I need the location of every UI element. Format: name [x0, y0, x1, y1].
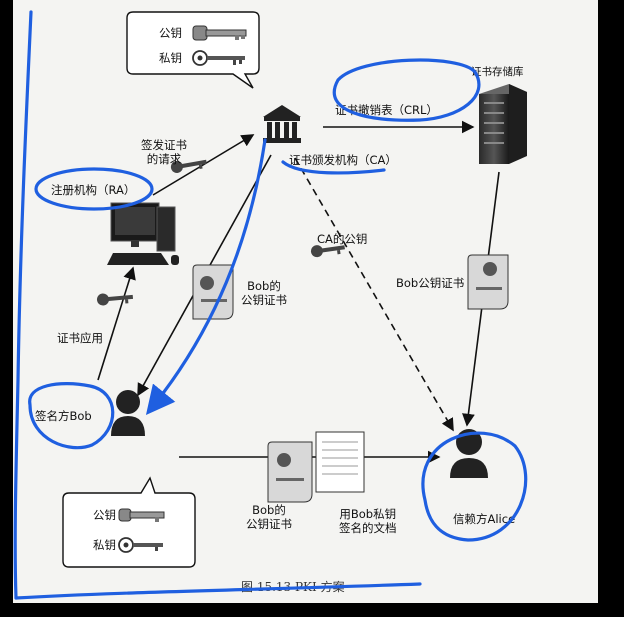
signed-doc-label: 用Bob私钥 签名的文档: [339, 507, 397, 536]
book-page: 公钥 私钥 证书撤销表（CRL） 证书存储库 证书颁发机构（CA） 签发证书 的…: [13, 0, 598, 603]
annotation-bottom-line: [14, 582, 422, 600]
repository-label: 证书存储库: [471, 66, 524, 78]
bottom-private-key-label: 私钥: [93, 538, 116, 552]
annotation-crl-circle: [332, 58, 481, 122]
signer-person-icon: [111, 390, 145, 436]
certificate-scroll-repo: [467, 254, 509, 310]
annotation-ca-to-bob-arrow: [145, 138, 267, 415]
public-key-icon: [192, 25, 247, 41]
computer-icon: [107, 202, 179, 265]
repo-cert-label: Bob公钥证书: [396, 276, 465, 290]
ca-building-icon: [263, 105, 301, 143]
server-icon: [479, 84, 527, 164]
key-icon-request: [170, 159, 207, 173]
public-key-icon-bottom: [118, 508, 165, 522]
ca-label: 证书颁发机构（CA）: [289, 153, 397, 167]
ca-public-key-label: CA的公钥: [317, 232, 368, 246]
annotation-ca-underline: [281, 160, 386, 175]
ca-public-key-icon: [310, 245, 345, 258]
top-public-key-label: 公钥: [159, 26, 182, 40]
annotation-bob-circle: [28, 382, 115, 450]
diagram-canvas: [62, 11, 527, 568]
certificate-scroll-mid: [192, 264, 234, 320]
cert-application-label: 证书应用: [57, 331, 103, 345]
top-private-key-label: 私钥: [159, 51, 182, 65]
private-key-icon: [192, 50, 245, 66]
mid-cert-label: Bob的 公钥证书: [241, 279, 287, 308]
signer-label: 签名方Bob: [35, 409, 92, 423]
annotation-alice-circle: [421, 431, 528, 542]
bottom-cert-label: Bob的 公钥证书: [246, 503, 292, 532]
bottom-public-key-label: 公钥: [93, 508, 116, 522]
document-stack-icon: [267, 431, 365, 503]
annotation-left-line: [13, 10, 33, 600]
ra-label: 注册机构（RA）: [51, 183, 136, 197]
relying-label: 信赖方Alice: [453, 512, 516, 526]
private-key-icon-bottom: [118, 537, 163, 553]
sign-request-label: 签发证书 的请求: [141, 138, 187, 167]
key-icon-application: [96, 293, 134, 306]
annotation-ra-circle: [34, 167, 154, 211]
